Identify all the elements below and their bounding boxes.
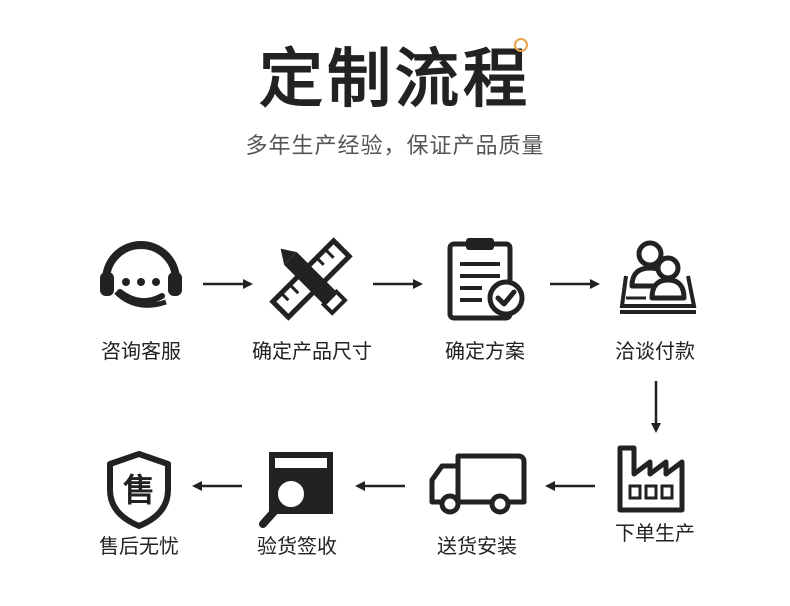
step-label: 咨询客服 xyxy=(101,339,181,363)
page-subtitle: 多年生产经验，保证产品质量 xyxy=(245,134,545,159)
arrow-right-3 xyxy=(550,279,600,289)
arrow-right-2 xyxy=(373,279,423,289)
arrow-left-1 xyxy=(545,481,595,491)
step-label: 下单生产 xyxy=(615,521,695,545)
ruler-pencil-icon xyxy=(269,237,353,321)
arrow-left-2 xyxy=(355,481,405,491)
step-label: 售后无忧 xyxy=(99,534,179,558)
step-label: 验货签收 xyxy=(257,534,337,558)
meeting-users-icon xyxy=(619,240,697,314)
box-inspect-icon xyxy=(259,452,333,528)
arrow-left-3 xyxy=(192,481,242,491)
step-label: 确定产品尺寸 xyxy=(252,339,372,363)
step-label: 确定方案 xyxy=(445,339,525,363)
shield-service-icon: 售 xyxy=(107,451,171,529)
step-label: 洽谈付款 xyxy=(615,339,695,363)
arrow-right-1 xyxy=(203,279,253,289)
title-accent-dot xyxy=(514,38,528,52)
clipboard-check-icon xyxy=(447,238,525,321)
shield-character: 售 xyxy=(123,471,155,509)
headset-icon xyxy=(100,241,182,308)
page-title: 定制流程 xyxy=(259,43,531,117)
arrow-down xyxy=(651,381,661,433)
step-label: 送货安装 xyxy=(437,534,517,558)
factory-icon xyxy=(617,445,685,513)
delivery-truck-icon xyxy=(429,453,527,515)
